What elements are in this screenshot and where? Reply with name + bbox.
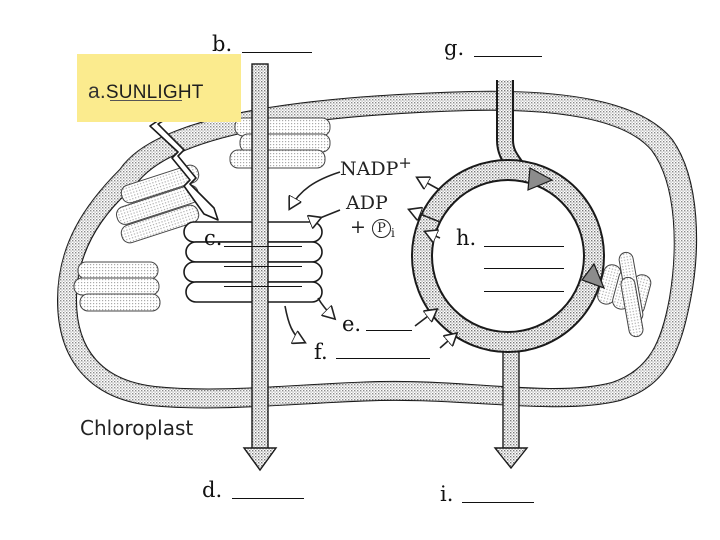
label-g: g. <box>444 36 465 60</box>
arrow-b-to-d <box>242 63 278 472</box>
sunlight-callout-text: a.SUNLIGHT <box>88 80 204 104</box>
calvin-cycle-ring <box>411 159 606 353</box>
pi-letter: P <box>377 220 386 236</box>
blank-h3 <box>484 291 564 292</box>
label-f: f. <box>314 340 328 364</box>
sunlight-callout <box>77 54 241 122</box>
nadp-text: NADP <box>340 158 399 180</box>
blank-h2 <box>484 268 564 269</box>
pi-subscript: i <box>390 226 395 240</box>
nadp-charge: + <box>398 153 412 172</box>
blank-d <box>232 498 304 499</box>
pi-circle: P <box>371 218 391 238</box>
blank-g <box>474 56 542 57</box>
label-i: i. <box>440 482 454 506</box>
label-h: h. <box>456 226 477 250</box>
callout-letter: a. <box>88 80 106 103</box>
blank-c2 <box>224 266 302 267</box>
blank-i <box>462 502 534 503</box>
callout-word: SUNLIGHT <box>105 82 204 103</box>
label-e: e. <box>342 312 362 336</box>
pi-label: + P i <box>350 216 395 240</box>
callout-blank-line <box>110 100 182 101</box>
blank-f <box>336 358 430 359</box>
blank-c1 <box>224 246 302 247</box>
blank-c3 <box>224 286 302 287</box>
blank-b <box>242 52 312 53</box>
chloroplast-caption: Chloroplast <box>80 416 194 440</box>
pi-plus: + <box>350 216 366 238</box>
nadp-label: NADP+ <box>340 153 412 180</box>
label-c: c. <box>204 226 223 250</box>
connector-arrows <box>284 171 456 349</box>
arrow-cycle-to-i <box>493 339 529 470</box>
blank-e <box>366 330 412 331</box>
thylakoid-stacks <box>73 117 652 338</box>
blank-h1 <box>484 246 564 247</box>
adp-label: ADP <box>346 192 388 214</box>
label-b: b. <box>212 32 233 56</box>
label-d: d. <box>202 478 223 502</box>
sunlight-bolt-icon <box>147 111 219 221</box>
chloroplast-membrane-stipple <box>58 91 697 408</box>
